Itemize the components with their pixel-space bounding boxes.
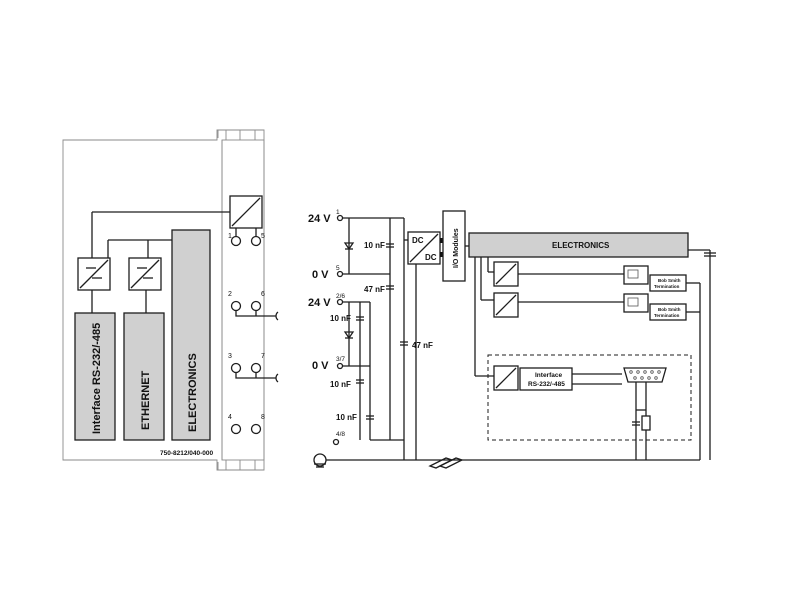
supply-rails: [330, 217, 700, 461]
pin-label: 5: [336, 265, 340, 272]
termination-label: Termination: [654, 284, 680, 289]
module-housing: [62, 129, 265, 471]
terminal-number: 3: [228, 353, 232, 360]
ethernet-port-2: Bob Smith Termination: [481, 292, 687, 321]
electronics-bar-label: ELECTRONICS: [552, 241, 610, 250]
termination-label: Bob Smith: [658, 278, 681, 283]
supply-terminals: 24 V 0 V 24 V 0 V 1 5 2/6 3/7 4/8: [308, 209, 345, 446]
interface-block-label: Interface RS-232/-485: [91, 323, 103, 434]
voltage-label-0v-bottom: 0 V: [312, 360, 329, 372]
capacitor-label: 47 nF: [412, 341, 433, 350]
terminal-number: 5: [261, 233, 265, 240]
shield-clamp-icon: [428, 457, 464, 469]
module-internal-wiring: [91, 211, 232, 313]
terminal-strip: 1 5 2 6 3 7 4 8: [228, 195, 279, 435]
io-modules-box: I/O Modules: [442, 210, 466, 282]
pin-label: 1: [336, 209, 340, 216]
voltage-label-0v-top: 0 V: [312, 269, 329, 281]
electronics-bar: ELECTRONICS: [465, 232, 716, 460]
led-indicator-top: [343, 242, 355, 251]
capacitors: [356, 243, 408, 420]
terminal-number: 4: [228, 414, 232, 421]
serial-interface-region: Interface RS-232/-485: [474, 257, 692, 441]
io-modules-label: I/O Modules: [453, 228, 460, 268]
led-indicator-bottom: [343, 331, 355, 340]
interface-block: Interface RS-232/-485: [74, 312, 116, 441]
voltage-label-24v-top: 24 V: [308, 213, 331, 225]
converter-box-left-1: [77, 257, 111, 291]
capacitor-label: 10 nF: [330, 380, 351, 389]
electronics-block-label: ELECTRONICS: [187, 353, 199, 432]
termination-components: [632, 382, 651, 460]
dc-label-bottom: DC: [425, 253, 437, 262]
interface-box-label: RS-232/-485: [528, 381, 565, 388]
part-number: 750-8212/040-000: [160, 450, 214, 457]
termination-label: Bob Smith: [658, 307, 681, 312]
terminal-number: 7: [261, 353, 265, 360]
pin-label: 3/7: [336, 356, 345, 363]
pin-label: 2/6: [336, 293, 345, 300]
ethernet-port-1: Bob Smith Termination: [480, 257, 687, 300]
voltage-label-24v-bottom: 24 V: [308, 297, 331, 309]
terminal-number: 2: [228, 291, 232, 298]
pin-label: 4/8: [336, 431, 345, 438]
capacitor-label: 10 nF: [364, 241, 385, 250]
dc-label-top: DC: [412, 236, 424, 245]
ground-symbol: [313, 453, 330, 468]
terminal-number: 1: [228, 233, 232, 240]
dsub-connector-icon: [623, 367, 667, 383]
terminal-number: 8: [261, 414, 265, 421]
terminal-number: 6: [261, 291, 265, 298]
capacitor-label: 10 nF: [336, 413, 357, 422]
interface-box-label: Interface: [535, 372, 562, 379]
ethernet-block: ETHERNET: [123, 312, 165, 441]
electronics-block: ELECTRONICS: [171, 229, 211, 441]
ethernet-block-label: ETHERNET: [140, 370, 152, 430]
capacitor-label: 47 nF: [364, 285, 385, 294]
capacitor-label: 10 nF: [330, 314, 351, 323]
converter-box-left-2: [128, 257, 162, 291]
dc-dc-converter: DC DC: [407, 231, 445, 265]
termination-label: Termination: [654, 313, 680, 318]
